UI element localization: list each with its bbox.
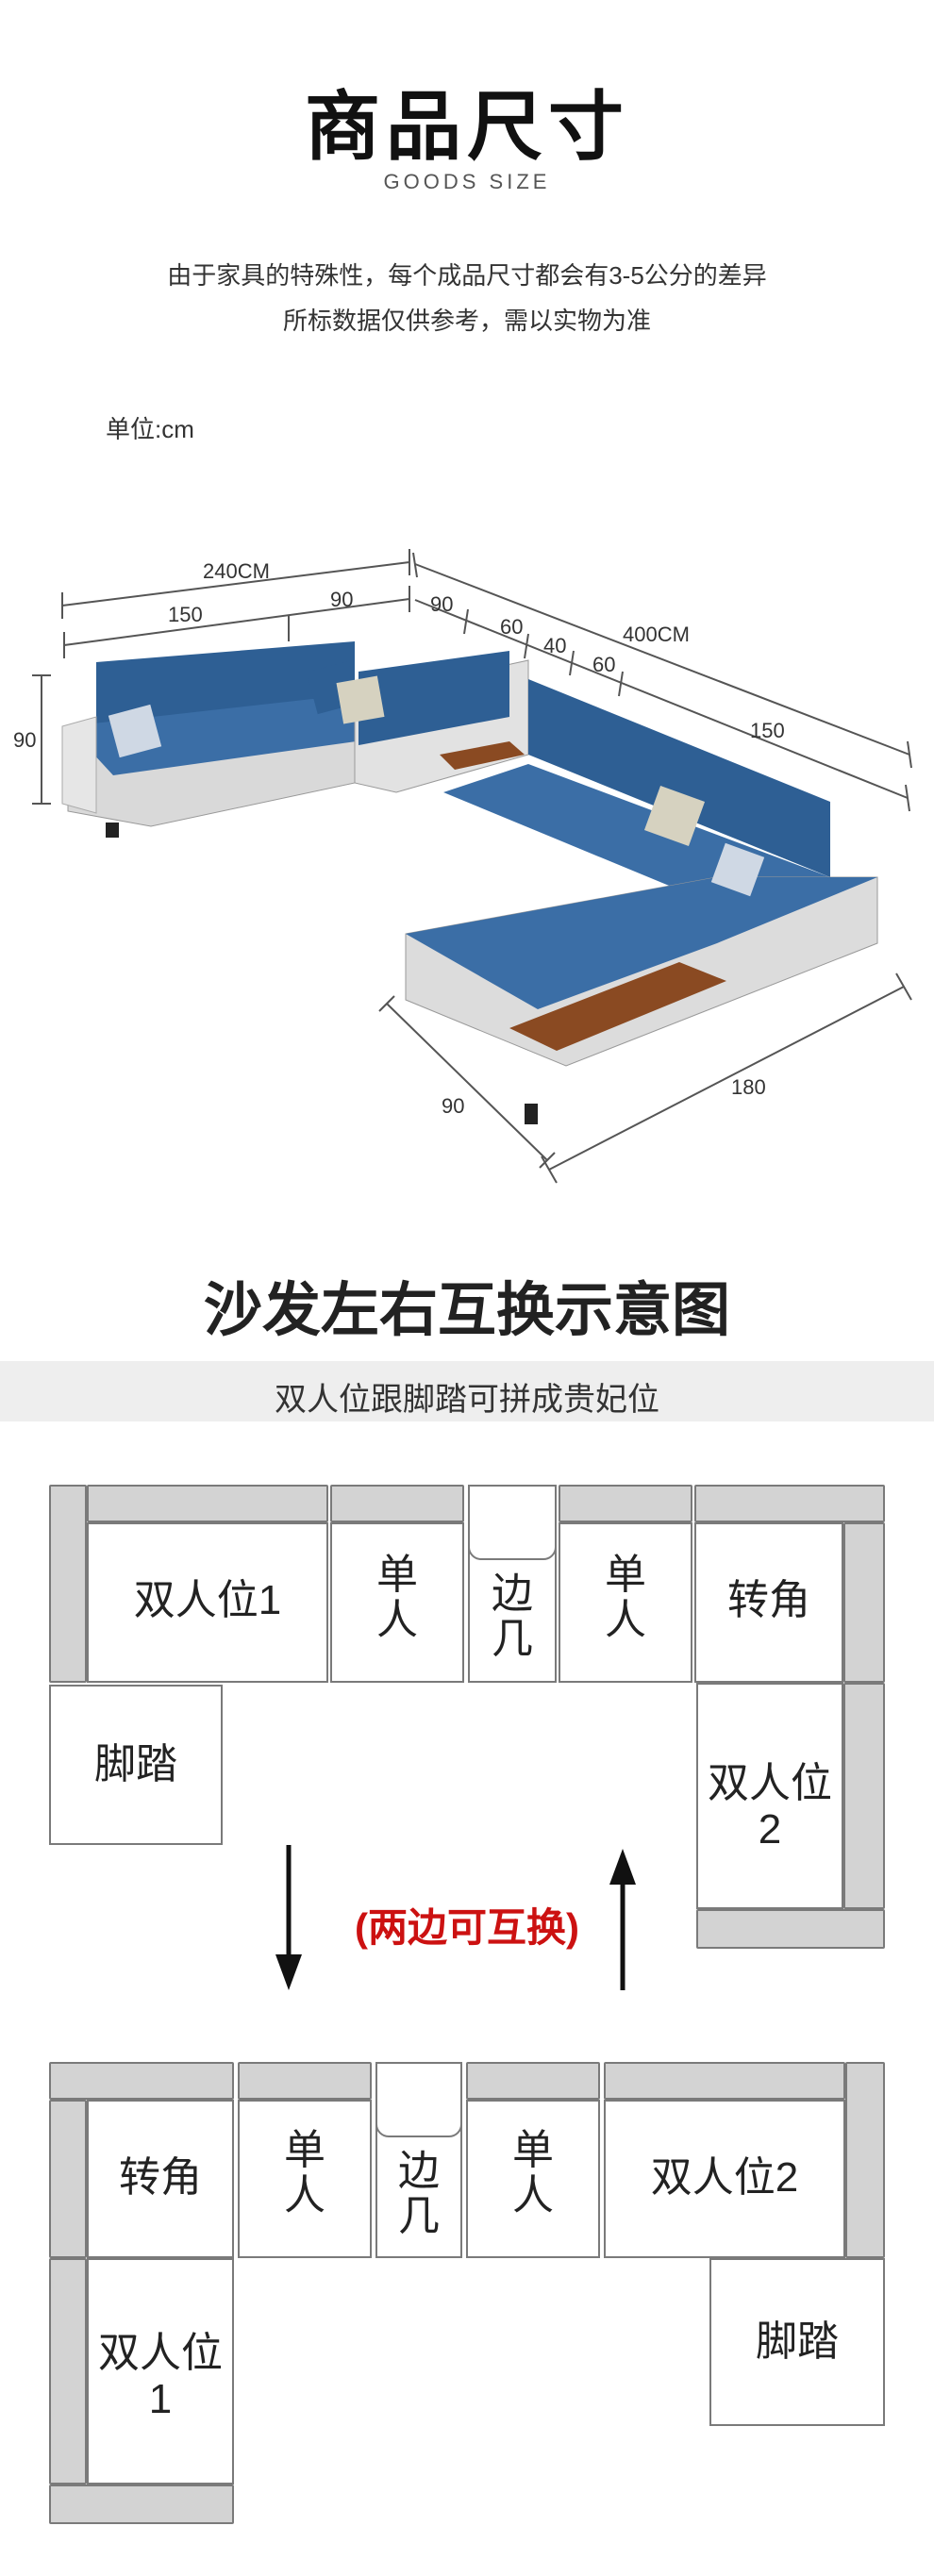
unit-label: 单位:cm [106,415,194,443]
dim-right-150: 150 [750,719,785,742]
sofa-dimension-illustration: 240CM 150 90 90 60 40 60 400CM 150 90 90… [13,549,912,1184]
bottom-single-b-label: 单人 [512,2127,554,2219]
top-single-b-seat [559,1522,692,1683]
top-footstool-label: 脚踏 [94,1741,177,1787]
bottom-single-a-seat [238,2100,372,2258]
bottom-double1-label-line2: 1 [148,2376,173,2423]
dim-total-right: 400CM [623,623,690,646]
top-single-a-backrest [330,1485,464,1522]
notice-line-1: 由于家具的特殊性，每个成品尺寸都会有3-5公分的差异 [167,261,767,290]
top-double2-label-line1: 双人位 [708,1760,832,1806]
bottom-corner-armrest [49,2100,87,2258]
top-double1-armrest [49,1485,87,1683]
dim-chaise-180: 180 [731,1075,766,1099]
top-side-table-label: 边几 [492,1571,533,1663]
bottom-double2-label: 双人位2 [650,2154,799,2201]
top-footstool [49,1685,223,1845]
top-double1-label: 双人位1 [133,1577,282,1623]
top-single-b-backrest [559,1485,692,1522]
notice-line-2: 所标数据仅供参考，需以实物为准 [282,307,651,335]
top-single-b-label: 单人 [605,1552,646,1644]
top-corner-label: 转角 [727,1577,810,1623]
bottom-double2-seat [604,2100,845,2258]
bottom-side-table-top [375,2062,462,2137]
bottom-double1-armrest [49,2258,87,2485]
bottom-single-a-label: 单人 [284,2127,325,2219]
bottom-single-b-seat [466,2100,600,2258]
swap-banner [0,1361,934,1421]
top-double1-backrest [87,1485,328,1522]
dim-right-60a: 60 [500,615,523,639]
top-corner-armrest [843,1522,885,1683]
top-single-a-label: 单人 [376,1552,418,1644]
top-corner-seat [694,1522,843,1683]
bottom-single-b-backrest [466,2062,600,2100]
bottom-double1-seat [87,2258,234,2485]
bottom-footstool-label: 脚踏 [756,2318,839,2365]
top-double2-seat [696,1683,843,1909]
page-subtitle: GOODS SIZE [383,170,551,193]
top-corner-backrest [694,1485,885,1522]
bottom-double1-label: 双人位 1 [87,2330,234,2423]
bottom-corner-label: 转角 [119,2154,202,2201]
top-single-a-seat [330,1522,464,1683]
swap-arrows [275,1845,636,1990]
dim-left-90: 90 [330,588,353,611]
bottom-footstool [709,2258,885,2426]
top-double2-label-line2: 2 [758,1806,782,1853]
bottom-double1-backrest [49,2485,234,2524]
sofa-shape [61,641,878,1124]
top-double2-label: 双人位 2 [696,1760,843,1853]
dim-total-left: 240CM [203,559,270,583]
bottom-corner-seat [87,2100,234,2258]
bottom-double2-backrest [604,2062,845,2100]
top-double1-seat [87,1522,328,1683]
bottom-single-a-backrest [238,2062,372,2100]
dim-depth-90: 90 [442,1094,464,1118]
top-double2-backrest [696,1909,885,1949]
swap-banner-text: 双人位跟脚踏可拼成贵妃位 [275,1382,659,1418]
dim-right-90: 90 [430,592,453,616]
swap-exchange-note: (两边可互换) [355,1905,579,1950]
page-title: 商品尺寸 [305,85,629,169]
bottom-double1-label-line1: 双人位 [98,2330,223,2376]
top-double2-armrest [843,1683,885,1909]
arrow-up-icon [609,1849,636,1990]
bottom-corner-backrest [49,2062,234,2100]
dim-height-90: 90 [13,728,36,752]
dim-right-60b: 60 [592,653,615,676]
bottom-side-table-label: 边几 [398,2148,440,2240]
swap-section-title: 沙发左右互换示意图 [203,1278,730,1343]
bottom-double2-armrest [845,2062,885,2258]
dim-left-150: 150 [168,603,203,626]
arrow-down-icon [275,1845,302,1990]
top-side-table-top [468,1485,557,1560]
dim-right-40: 40 [543,634,566,657]
